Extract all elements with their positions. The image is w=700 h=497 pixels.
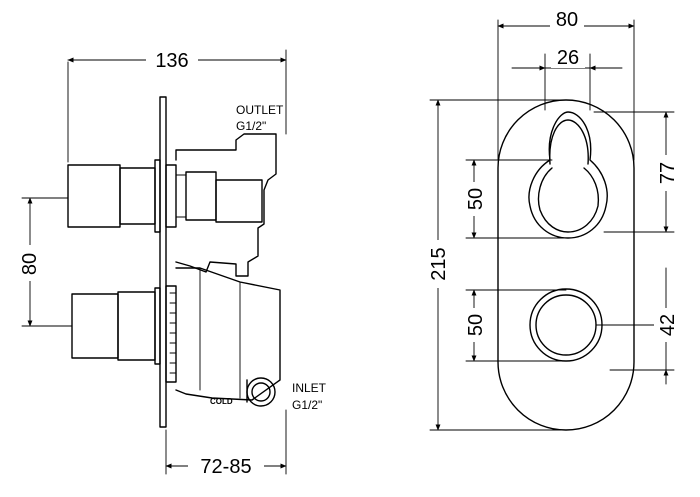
dim-215: 215 <box>424 99 567 431</box>
lower-knob <box>529 288 603 362</box>
inlet-label: INLET <box>292 381 327 395</box>
dim-136: 136 <box>67 46 287 163</box>
top-knob-label: 50 <box>465 188 487 210</box>
outlet-size: G1/2" <box>236 119 266 133</box>
outlet-label: OUTLET <box>236 103 284 117</box>
side-view: 136 80 72-85 OUTLET G1/2" INLET G1/2" CO… <box>14 46 327 478</box>
cold-label: COLD <box>210 397 233 406</box>
upper-lever <box>528 111 608 239</box>
inner-width-label: 26 <box>557 47 579 69</box>
dim-80-front: 80 <box>497 6 635 161</box>
front-height-label: 215 <box>428 247 450 280</box>
depth-label: 72-85 <box>200 456 251 478</box>
bottom-knob-label: 50 <box>465 314 487 336</box>
dim-77: 77 <box>593 111 682 233</box>
width-label: 136 <box>155 50 188 72</box>
dim-42: 42 <box>595 267 682 385</box>
front-width-label: 80 <box>556 9 578 31</box>
dim-80-side: 80 <box>14 197 73 327</box>
valve-body <box>175 133 281 407</box>
dim-50-bottom: 50 <box>462 289 567 362</box>
dim-72-85: 72-85 <box>165 409 287 478</box>
upper-handle <box>67 159 187 233</box>
dim-50-top: 50 <box>462 159 569 239</box>
backplate <box>497 99 635 431</box>
top-offset-label: 77 <box>657 162 679 184</box>
dim-26: 26 <box>511 46 623 111</box>
inlet-size: G1/2" <box>292 398 322 412</box>
front-view: 80 26 215 50 <box>424 6 682 431</box>
wall-plate <box>159 96 167 428</box>
bottom-offset-label: 42 <box>657 314 679 336</box>
height-label: 80 <box>19 253 41 275</box>
